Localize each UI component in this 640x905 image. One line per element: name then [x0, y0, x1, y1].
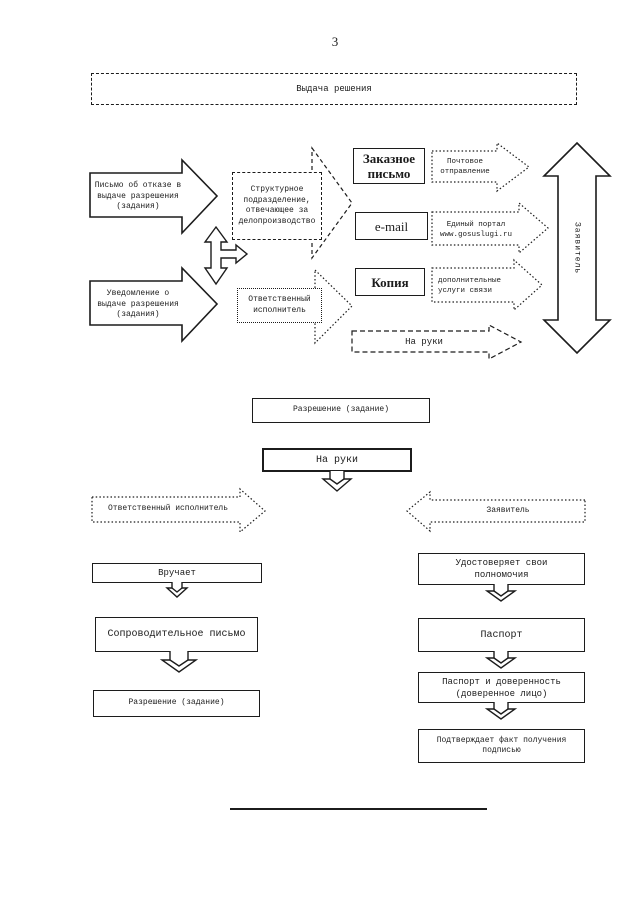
in-person-label: На руки — [315, 454, 358, 466]
structural-unit-label: Структурное подразделение, отвечающее за… — [238, 185, 316, 226]
down-arrow-passport-poa — [484, 702, 518, 720]
responsible-executor-label: Ответственный исполнитель — [248, 295, 311, 315]
in-person-box: На руки — [262, 448, 412, 472]
passport-poa-label: Паспорт и доверенность (доверенное лицо) — [442, 676, 561, 699]
confirms-receipt-box: Подтверждает факт получения подписью — [418, 729, 585, 763]
confirms-receipt-label: Подтверждает факт получения подписью — [436, 735, 567, 756]
notification-label: Уведомление о выдаче разрешения (задания… — [97, 289, 179, 320]
in-person-arrow-label: На руки — [405, 337, 443, 347]
additional-services-label: дополнительные услуги связи — [438, 277, 502, 295]
email-box: e-mail — [355, 212, 428, 240]
down-arrow-certifies-notch — [493, 590, 509, 597]
permit-final-box: Разрешение (задание) — [93, 690, 260, 717]
passport-box: Паспорт — [418, 618, 585, 652]
down-arrow-cover-letter-notch — [169, 659, 189, 667]
cover-letter-label: Сопроводительное письмо — [107, 629, 246, 640]
down-arrow-in-person-notch — [329, 478, 345, 485]
down-arrow-in-person — [321, 471, 353, 492]
down-arrow-hands-over-notch — [171, 587, 183, 593]
postal-dispatch-label: Почтовое отправление — [440, 158, 490, 176]
permit-label: Разрешение (задание) — [292, 405, 389, 415]
passport-poa-box: Паспорт и доверенность (доверенное лицо) — [418, 672, 585, 703]
unified-portal-label: Единый портал www.gosuslugi.ru — [439, 221, 512, 239]
registered-letter-box: Заказное письмо — [353, 148, 425, 184]
down-arrow-passport — [484, 651, 518, 669]
cover-letter-box: Сопроводительное письмо — [95, 617, 258, 652]
page-number: 3 — [331, 34, 339, 49]
certifies-authority-label: Удостоверяет свои полномочия — [455, 558, 548, 580]
mid-applicant-label: Заявитель — [486, 505, 530, 515]
footer-rule — [230, 808, 487, 810]
registered-letter-label: Заказное письмо — [362, 151, 416, 181]
copy-label: Копия — [371, 274, 409, 290]
email-label: e-mail — [374, 218, 409, 234]
down-arrow-certifies — [484, 584, 518, 602]
responsible-executor-box: Ответственный исполнитель — [237, 288, 322, 323]
down-arrow-passport-poa-notch — [493, 708, 509, 715]
permit-box: Разрешение (задание) — [252, 398, 430, 423]
hands-over-label: Вручает — [158, 568, 196, 578]
down-arrow-hands-over — [165, 582, 189, 598]
applicant-vertical-label: Заявитель — [572, 221, 582, 275]
mid-responsible-executor-label: Ответственный исполнитель — [107, 503, 229, 513]
header-title: Выдача решения — [296, 84, 372, 94]
hands-over-box: Вручает — [92, 563, 262, 583]
structural-unit-box: Структурное подразделение, отвечающее за… — [232, 172, 322, 240]
refusal-letter-label: Письмо об отказе в выдаче разрешения (за… — [94, 181, 182, 212]
permit-final-label: Разрешение (задание) — [128, 698, 225, 708]
down-arrow-cover-letter — [159, 651, 199, 673]
down-arrow-passport-notch — [493, 657, 509, 664]
passport-label: Паспорт — [480, 629, 523, 641]
certifies-authority-box: Удостоверяет свои полномочия — [418, 553, 585, 585]
copy-box: Копия — [355, 268, 425, 296]
header-banner: Выдача решения — [91, 73, 577, 105]
